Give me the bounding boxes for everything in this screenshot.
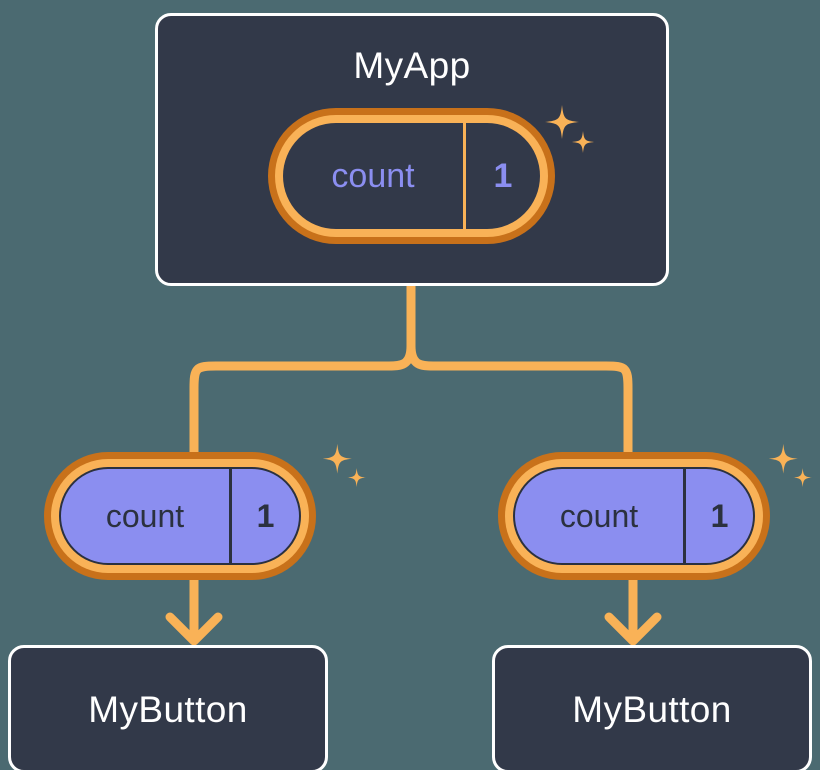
pill-body: count 1 (59, 467, 301, 565)
component-title: MyButton (572, 688, 732, 730)
state-pill-myapp[interactable]: count 1 (268, 108, 555, 244)
state-key: count (559, 498, 639, 534)
fork-connector (189, 281, 416, 457)
pill-outer-ring: count 1 (268, 108, 555, 244)
pill-inner-ring: count 1 (275, 115, 548, 237)
down-arrow-icon-left (165, 575, 223, 646)
state-key: count (105, 498, 185, 534)
component-title: MyApp (353, 45, 471, 86)
fork-connector-right (406, 281, 633, 457)
component-card-mybutton-left[interactable]: MyButton (8, 645, 328, 770)
pill-inner-ring: count 1 (505, 459, 763, 573)
component-title: MyButton (88, 688, 248, 730)
state-key: count (331, 157, 415, 195)
pill-body: count 1 (283, 123, 540, 229)
pill-outer-ring: count 1 (44, 452, 316, 580)
state-value: 1 (683, 469, 753, 563)
state-pill-child-left[interactable]: count 1 (44, 452, 316, 580)
state-pill-child-right[interactable]: count 1 (498, 452, 770, 580)
down-arrow-icon-right (604, 575, 662, 646)
pill-inner-ring: count 1 (51, 459, 309, 573)
pill-body: count 1 (513, 467, 755, 565)
state-value: 1 (463, 123, 540, 229)
state-value: 1 (229, 469, 299, 563)
pill-outer-ring: count 1 (498, 452, 770, 580)
component-card-mybutton-right[interactable]: MyButton (492, 645, 812, 770)
